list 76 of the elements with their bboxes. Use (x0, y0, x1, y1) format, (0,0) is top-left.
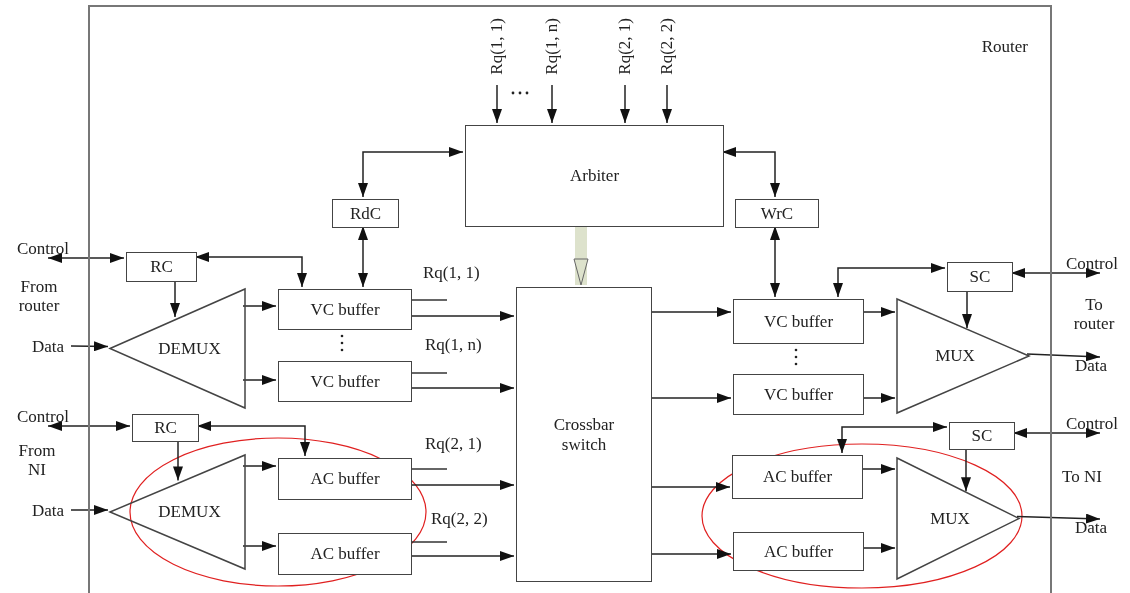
process-box (132, 414, 199, 442)
arrow (620, 84, 630, 124)
block-label: MUX (930, 508, 970, 528)
process-box (733, 299, 864, 344)
block-label: RC (154, 418, 177, 438)
signal-label: Data (25, 338, 71, 356)
block-label: VC buffer (310, 299, 380, 320)
arrow (1026, 351, 1101, 362)
arrow (70, 505, 109, 515)
block-label: DEMUX (158, 502, 221, 522)
signal-label: Data (1068, 519, 1114, 537)
arrow (47, 253, 125, 263)
process-box (126, 252, 197, 282)
process-box (735, 199, 819, 228)
process-box (733, 374, 864, 415)
block-label: RC (150, 257, 173, 277)
arrow (492, 84, 502, 124)
block-label: RdC (349, 203, 382, 224)
process-box (332, 199, 399, 228)
signal-label: Rq(2, 2) (657, 17, 677, 77)
signal-label: To router (1072, 296, 1116, 334)
arrow (242, 541, 277, 551)
signal-label: Data (25, 502, 71, 520)
process-box (732, 455, 863, 499)
block-arrow (573, 225, 589, 286)
signal-label: Rq(2, 2) (431, 510, 488, 529)
block-label: AC buffer (762, 467, 833, 487)
process-box (733, 532, 864, 571)
signal-label: Control (8, 408, 78, 426)
block-label: Arbiter (569, 166, 620, 186)
block-label: SC (969, 267, 991, 287)
arrow (1016, 513, 1101, 524)
demux-triangle (110, 289, 245, 408)
arrow (242, 461, 277, 471)
signal-label: Rq(1, 1) (423, 264, 480, 283)
block-label: WrC (760, 203, 794, 224)
arrow (833, 263, 946, 298)
block-label: SC (971, 426, 993, 446)
block-label: VC buffer (310, 371, 380, 392)
block-title: Router (981, 37, 1028, 57)
arrow (242, 375, 277, 385)
block-label: MUX (935, 346, 975, 366)
block-label: AC buffer (763, 541, 834, 562)
process-box (949, 422, 1015, 450)
block-label: AC buffer (310, 544, 380, 564)
arrow (662, 84, 672, 124)
block-label: Crossbar switch (552, 414, 616, 455)
arrow (242, 301, 277, 311)
signal-label: Control (1057, 415, 1127, 433)
signal-label: From NI (17, 442, 57, 480)
process-box (516, 287, 652, 582)
block-label: VC buffer (763, 384, 834, 405)
arrow (70, 341, 109, 352)
process-box (465, 125, 724, 227)
block-label: AC buffer (310, 469, 380, 489)
signal-label: Data (1068, 357, 1114, 375)
signal-label: Rq(2, 1) (615, 17, 635, 77)
signal-label: To NI (1062, 468, 1102, 487)
arrow (47, 421, 131, 431)
mux-triangle (897, 458, 1019, 579)
signal-label: Control (8, 240, 78, 258)
block-label: DEMUX (158, 338, 221, 358)
arrow (547, 84, 557, 124)
demux-triangle (110, 455, 245, 569)
block-label: VC buffer (763, 311, 834, 332)
signal-label: Rq(1, 1) (487, 17, 507, 77)
signal-label: Rq(1, n) (542, 17, 562, 77)
arrow (358, 147, 464, 198)
process-box (947, 262, 1013, 292)
router-frame (88, 5, 1052, 593)
mux-triangle (897, 299, 1029, 413)
signal-label: From router (17, 278, 61, 316)
arrow (837, 422, 948, 454)
signal-label: Rq(1, n) (425, 336, 482, 355)
signal-label: Rq(2, 1) (425, 435, 482, 454)
signal-label: Control (1057, 255, 1127, 273)
